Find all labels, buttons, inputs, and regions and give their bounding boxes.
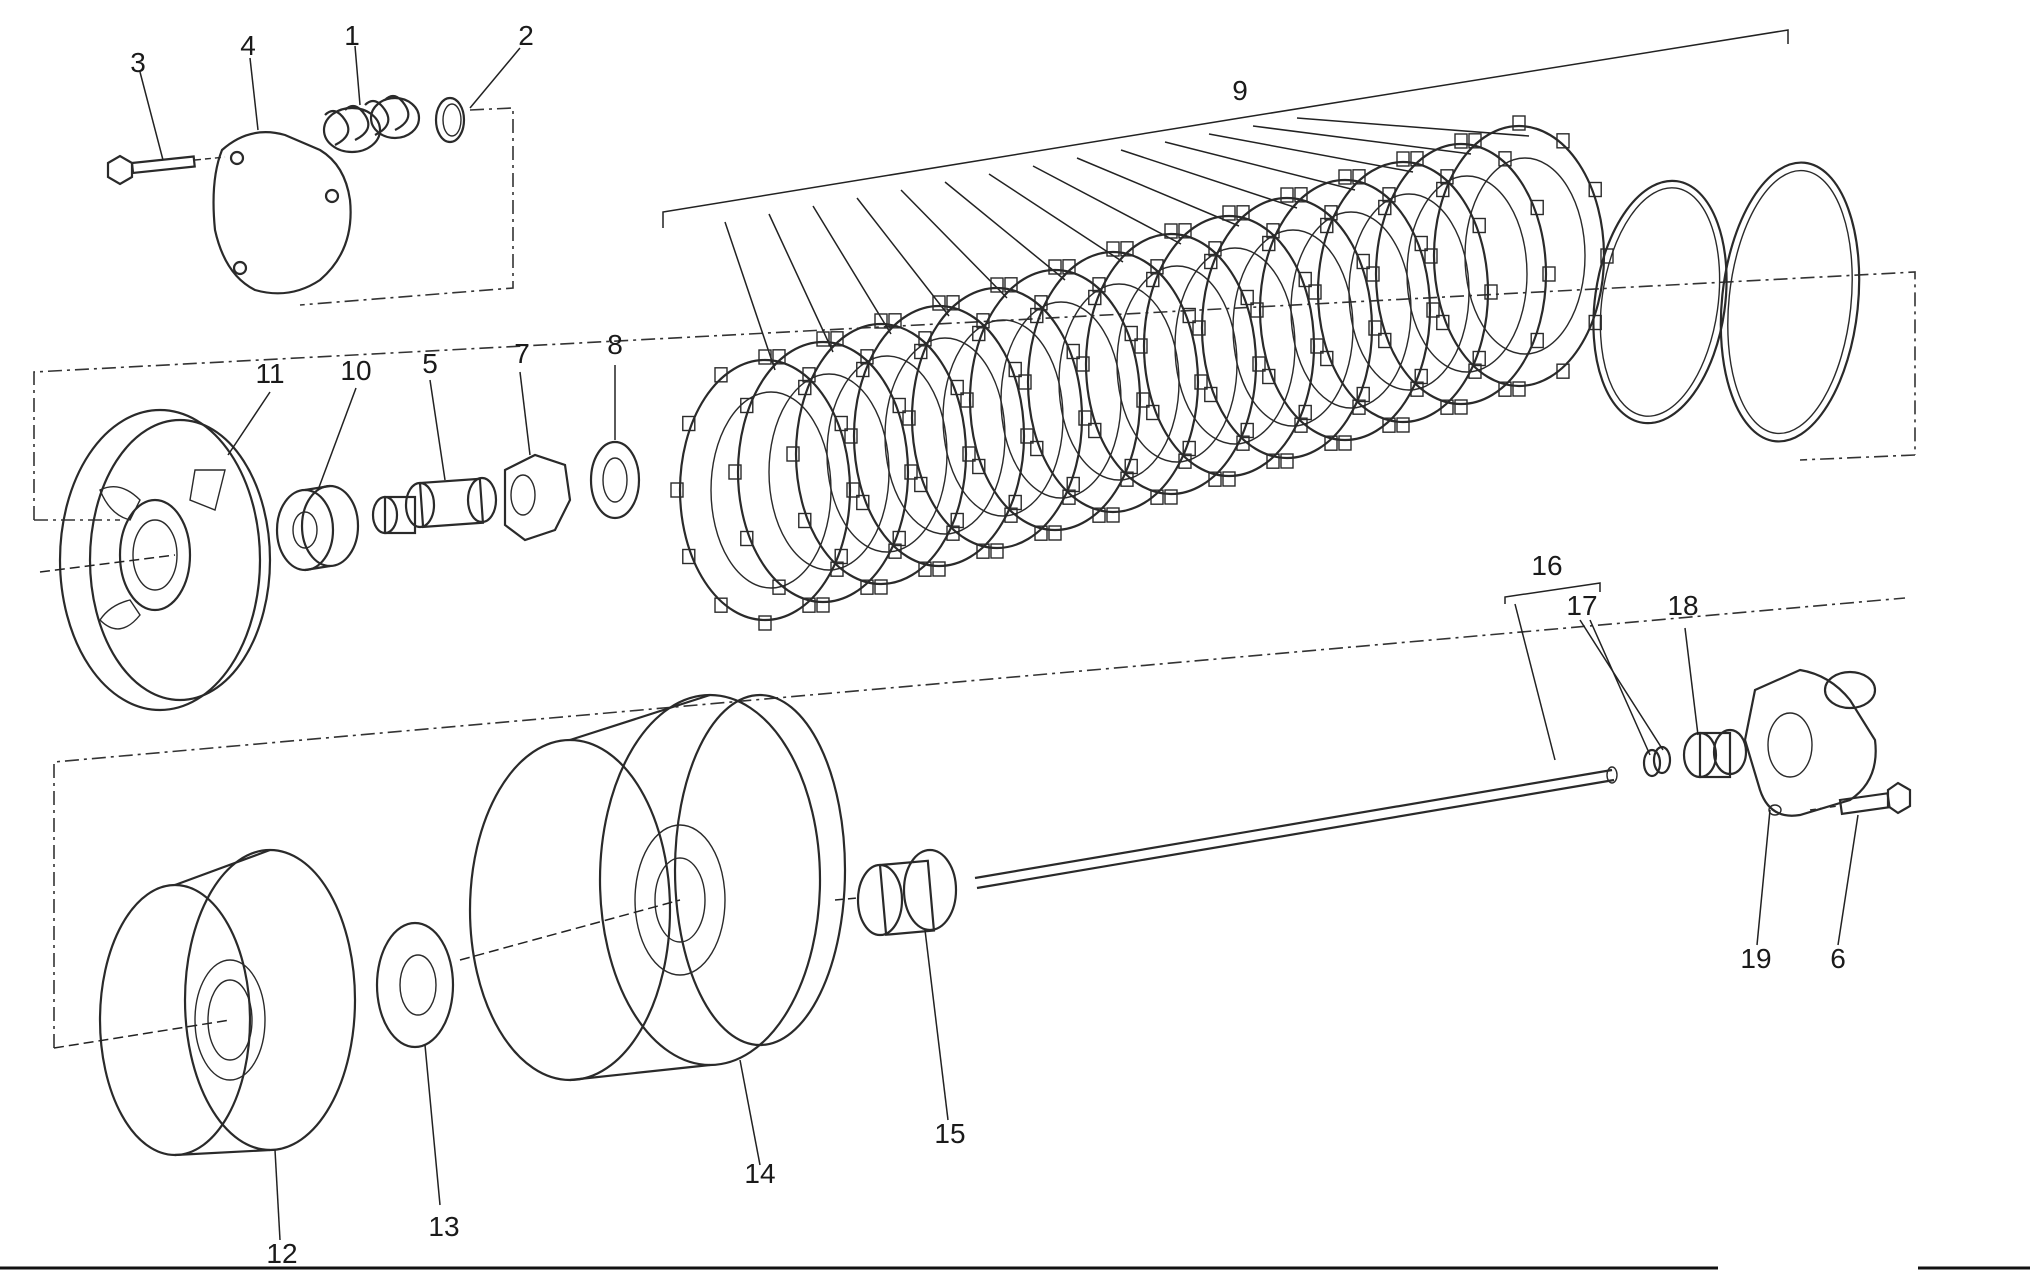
cover-plate	[212, 131, 352, 295]
callout-8: 8	[607, 329, 623, 360]
lock-washer	[589, 440, 641, 520]
clutch-plate	[1134, 205, 1324, 487]
callout-13: 13	[428, 1211, 459, 1242]
callout-3: 3	[130, 47, 146, 78]
upper-group-frame	[33, 271, 1916, 521]
callout-19: 19	[1740, 943, 1771, 974]
clutch-plate	[902, 277, 1092, 559]
bolt	[1809, 781, 1912, 816]
thrust-washer	[375, 921, 455, 1049]
bearing	[275, 484, 360, 572]
bracket-9	[662, 29, 1789, 228]
seal-rings	[1642, 745, 1672, 778]
clutch-plate	[1366, 133, 1556, 415]
lower-group-frame	[53, 597, 1906, 1048]
callout-1: 1	[344, 20, 360, 51]
pressure-plate	[39, 408, 272, 712]
retaining-ring	[434, 96, 466, 144]
clutch-plate-stack	[670, 115, 1614, 631]
leader-lines	[139, 45, 1859, 1241]
callout-7: 7	[514, 338, 530, 369]
slave-cylinder	[1743, 668, 1877, 817]
callout-15: 15	[934, 1118, 965, 1149]
pushrod	[974, 766, 1618, 890]
callout-4: 4	[240, 30, 256, 61]
callout-9: 9	[1232, 75, 1248, 106]
callout-18: 18	[1667, 590, 1698, 621]
nut	[503, 453, 572, 542]
callout-2: 2	[518, 20, 534, 51]
callout-6: 6	[1830, 943, 1846, 974]
callouts: 1 2 3 4 5 6 7 8 9 10 11 12 13 14 15 16 1…	[130, 20, 1846, 1269]
piston	[1682, 728, 1748, 779]
callout-12: 12	[266, 1238, 297, 1269]
bracket-16	[1504, 582, 1601, 604]
o-ring-small	[1592, 179, 1728, 425]
callout-16: 16	[1531, 550, 1562, 581]
spring	[322, 94, 421, 154]
callout-5: 5	[422, 348, 438, 379]
callout-17: 17	[1566, 590, 1597, 621]
callout-11: 11	[255, 358, 284, 389]
bushing	[834, 848, 958, 937]
o-ring-large	[1719, 161, 1861, 443]
clutch-basket	[459, 693, 847, 1082]
callout-10: 10	[340, 355, 371, 386]
top-group-frame	[299, 107, 514, 306]
screw	[106, 154, 226, 186]
callout-14: 14	[744, 1158, 775, 1189]
clutch-plate	[1424, 115, 1614, 397]
clutch-inner-hub	[53, 848, 357, 1157]
pushrod-cap	[371, 476, 498, 535]
